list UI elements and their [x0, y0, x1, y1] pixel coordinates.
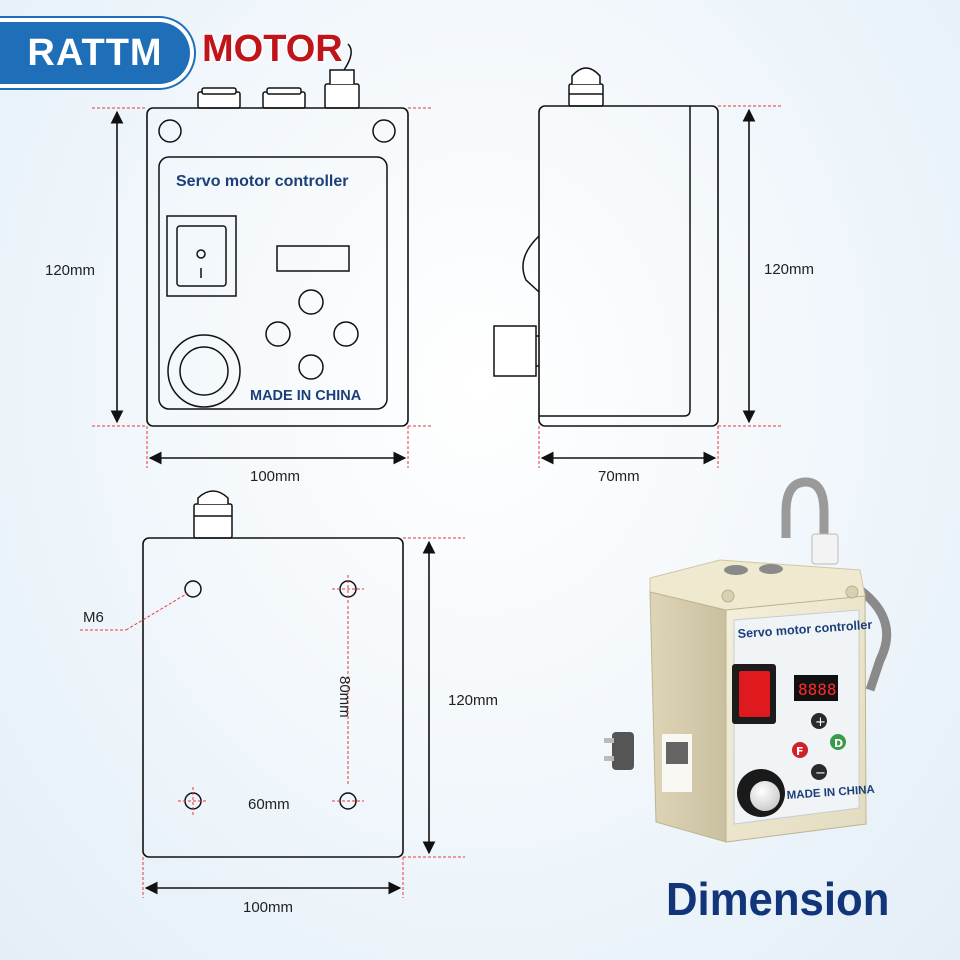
hole-horizontal-spacing-label: 60mm — [248, 796, 290, 813]
back-width-label: 100mm — [243, 899, 293, 916]
photo-display-digits: 8888 — [798, 680, 837, 699]
front-dimension-lines — [92, 107, 432, 468]
back-mount-holes — [184, 580, 357, 810]
front-width-label: 100mm — [250, 468, 300, 485]
side-view: 120mm 70mm — [493, 67, 814, 485]
hole-vertical-spacing-label: 80mm — [336, 676, 353, 718]
side-gland — [568, 67, 604, 107]
mount-hole-tr — [372, 119, 396, 143]
side-front-edge — [539, 106, 691, 417]
photo-cable-gland — [811, 533, 839, 565]
hole-thread-label: M6 — [83, 609, 104, 626]
back-dimension-lines — [142, 537, 465, 898]
brand-name-second: MOTOR — [202, 28, 343, 70]
photo-case-side — [649, 591, 727, 843]
back-view: M6 80mm 60mm 120mm 100mm — [80, 490, 498, 916]
photo-plus-label: + — [815, 715, 826, 730]
photo-d-label: D — [834, 737, 843, 750]
front-connectors — [197, 43, 360, 109]
brand-badge: RATTM — [0, 22, 190, 84]
front-height-label: 120mm — [45, 262, 95, 279]
front-panel — [158, 156, 388, 410]
display-window — [276, 245, 350, 272]
back-hole-centerlines — [80, 575, 364, 815]
front-panel-footer: MADE IN CHINA — [250, 388, 362, 404]
front-panel-title: Servo motor controller — [176, 173, 348, 190]
side-height-label: 120mm — [764, 261, 814, 278]
side-connector — [493, 325, 537, 377]
photo-f-label: F — [796, 745, 804, 758]
side-switch-bump — [522, 235, 540, 293]
front-case — [146, 107, 409, 427]
speed-knob — [167, 334, 241, 408]
brand-name-first: RATTM — [27, 31, 163, 74]
photo-cable-rear — [857, 586, 892, 692]
photo-f-button — [792, 742, 808, 758]
side-case — [538, 105, 719, 427]
side-depth-label: 70mm — [598, 468, 640, 485]
back-height-label: 120mm — [448, 692, 498, 709]
back-case — [142, 537, 404, 858]
back-gland — [193, 490, 233, 539]
dimension-title: Dimension — [666, 873, 890, 925]
photo-d-button — [830, 734, 846, 750]
photo-power-plug — [604, 732, 634, 770]
side-dimension-lines — [538, 105, 782, 468]
product-photo: Servo motor controller 8888 + F D − MADE… — [604, 477, 892, 843]
front-view: Servo motor controller MADE IN CHINA — [45, 43, 432, 485]
power-switch — [166, 215, 237, 297]
photo-cable — [781, 477, 829, 540]
mount-hole-tl — [158, 119, 182, 143]
photo-display — [794, 675, 838, 701]
photo-minus-label: − — [815, 766, 826, 781]
photo-plus-button — [811, 713, 827, 729]
photo-top-connectors — [724, 564, 783, 575]
photo-minus-button — [811, 764, 827, 780]
front-buttons — [265, 289, 359, 380]
